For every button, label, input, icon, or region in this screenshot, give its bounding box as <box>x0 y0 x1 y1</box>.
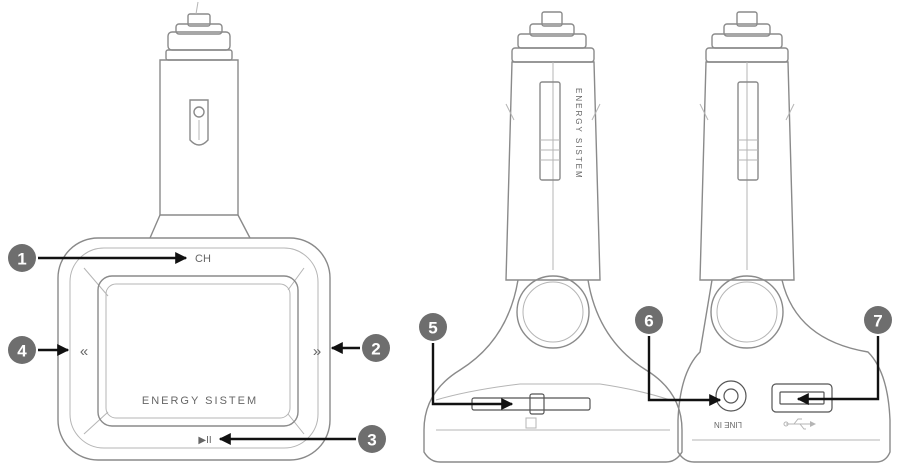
callout-4: 4 <box>8 336 70 364</box>
front-brand-label: ENERGY SISTEM <box>142 395 258 407</box>
side-brand-label: ENERGY SISTEM <box>574 88 583 180</box>
callout-2: 2 <box>330 334 390 362</box>
front-body <box>57 237 331 461</box>
callout-3: 3 <box>218 425 386 453</box>
bottom-view: LINE IN <box>677 11 891 463</box>
callout-5: 5 <box>419 313 514 410</box>
line-in-label: LINE IN <box>714 420 742 429</box>
callout-1-number: 1 <box>17 250 26 269</box>
bottom-plug-cap <box>705 11 789 63</box>
next-button[interactable]: » <box>313 343 321 360</box>
play-pause-button[interactable]: ▶II <box>198 435 211 446</box>
front-view: ENERGY SISTEM CH « » ▶II <box>57 1 331 461</box>
callout-7: 7 <box>796 306 892 405</box>
callout-4-number: 4 <box>17 342 27 361</box>
callout-1: 1 <box>8 244 188 272</box>
callout-6-number: 6 <box>644 312 653 331</box>
side-plug-cap <box>511 11 595 63</box>
ch-button[interactable]: CH <box>195 253 211 265</box>
front-screen: ENERGY SISTEM <box>97 275 299 427</box>
side-view: ENERGY SISTEM <box>423 11 683 463</box>
line-in-jack[interactable] <box>715 380 747 412</box>
callout-2-number: 2 <box>371 340 380 359</box>
callout-5-number: 5 <box>428 319 437 338</box>
callout-7-number: 7 <box>873 312 882 331</box>
callout-3-number: 3 <box>367 431 376 450</box>
switch-indicator-icon <box>525 417 537 429</box>
prev-button[interactable]: « <box>80 343 88 360</box>
front-plug-cap <box>165 1 233 61</box>
callout-6: 6 <box>635 306 722 406</box>
front-plug-shaft <box>149 59 251 239</box>
usb-symbol-icon <box>783 418 816 430</box>
